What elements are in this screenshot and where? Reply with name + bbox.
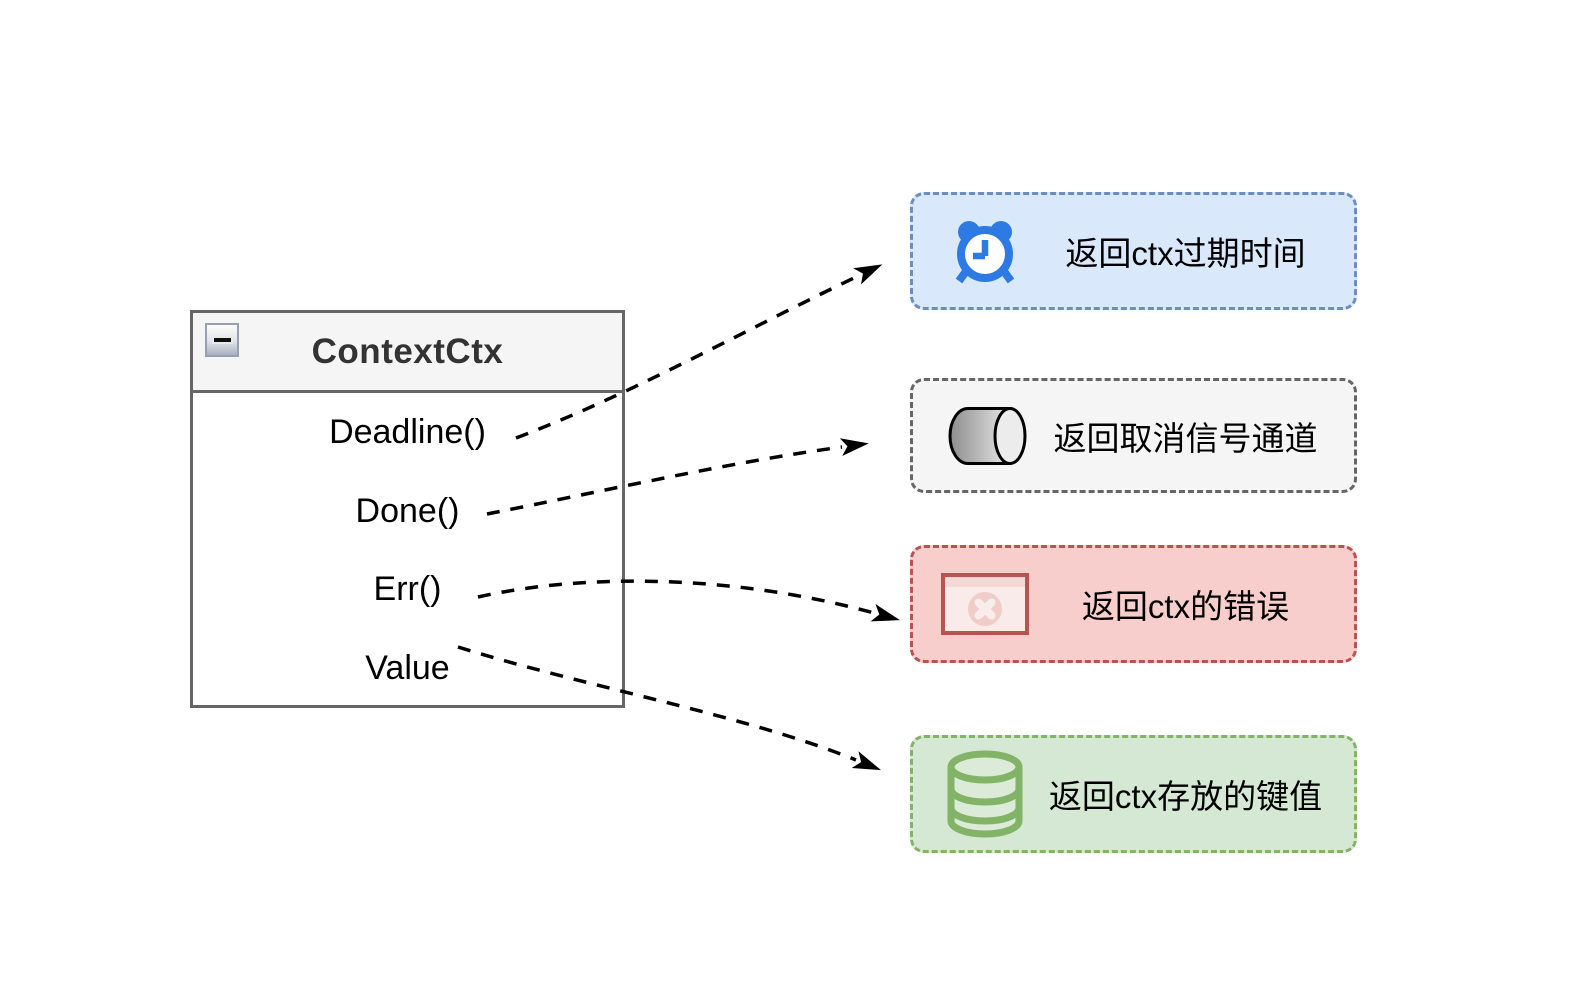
class-member-deadline[interactable]: Deadline() [329,412,486,451]
class-box-header: ContextCtx [193,313,622,393]
collapse-button[interactable] [205,323,239,357]
minus-icon [213,338,231,342]
class-member-done[interactable]: Done() [355,491,460,530]
class-title: ContextCtx [311,331,504,371]
note-deadline-label: 返回ctx过期时间 [1065,235,1306,272]
class-body: Deadline() Done() Err() Value [193,393,622,708]
class-box-contextctx[interactable]: ContextCtx Deadline() Done() Err() Value [190,310,625,708]
channel-cylinder-icon [933,405,1037,467]
note-err-label: 返回ctx的错误 [1081,588,1290,625]
class-member-value[interactable]: Value [365,649,450,688]
error-window-icon [933,573,1037,635]
note-deadline[interactable]: 返回ctx过期时间 [910,192,1357,310]
database-icon [933,750,1037,838]
note-err[interactable]: 返回ctx的错误 [910,545,1357,663]
note-done-label: 返回取消信号通道 [1053,419,1318,457]
class-member-err[interactable]: Err() [373,570,442,609]
note-done[interactable]: 返回取消信号通道 [910,378,1357,493]
note-value-label: 返回ctx存放的键值 [1048,778,1323,815]
alarm-clock-icon [933,218,1037,284]
note-value[interactable]: 返回ctx存放的键值 [910,735,1357,853]
